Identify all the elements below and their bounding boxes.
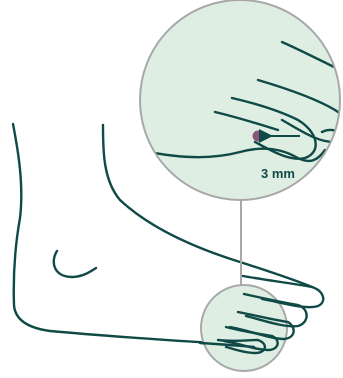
toe-magnifier [201, 285, 287, 371]
dot-marker-icon [253, 131, 264, 142]
zoom-circle [140, 0, 343, 200]
measure-label: 3 mm [261, 166, 295, 181]
ankle-bone-curve [54, 251, 96, 277]
